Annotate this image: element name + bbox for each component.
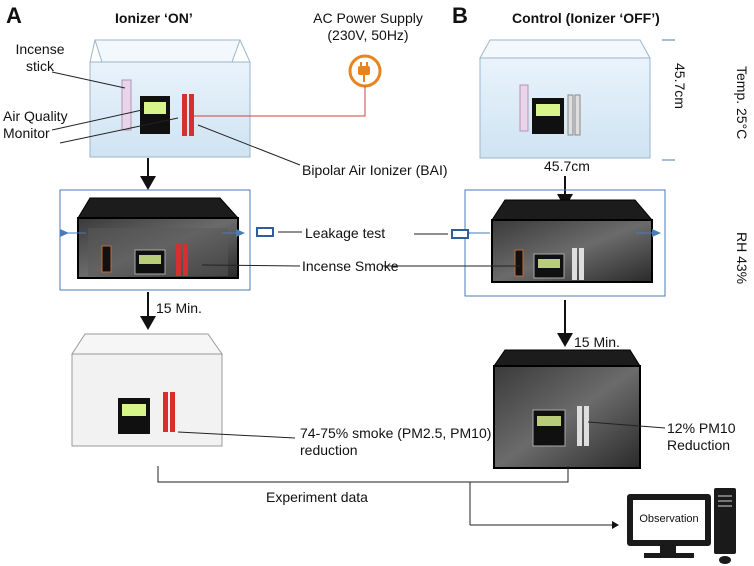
leak-port-b [451,229,469,239]
incense-smoke-label: Incense Smoke [302,258,399,274]
panel-a-title: Ionizer ‘ON’ [115,10,193,26]
chamber-a-bottom [71,333,223,447]
panel-b-letter: B [452,3,468,28]
chamber-a-smoke [77,197,240,279]
panel-a-letter: A [6,3,22,28]
power-supply-label: AC Power Supply (230V, 50Hz) [313,10,423,43]
panel-b-time-label: 15 Min. [574,334,620,350]
computer-icon [627,488,736,564]
height-label: 45.7cm [672,63,688,109]
power-plug-icon [348,54,382,88]
air-quality-monitor-label: Air Quality Monitor [3,108,68,141]
panel-a-result-label: 74-75% smoke (PM2.5, PM10) reduction [300,425,492,458]
panel-b-result-label: 12% PM10 Reduction [667,420,736,453]
leak-port-a [256,227,274,237]
incense-stick-label: Incense stick [15,41,65,74]
chamber-b-top [479,39,651,159]
measure-frame-a [59,189,251,291]
observation-label: Observation [639,513,699,525]
bai-label: Bipolar Air Ionizer (BAI) [302,162,448,178]
chamber-a-top [89,39,251,158]
experiment-data-label: Experiment data [266,489,368,505]
measure-frame-b [464,189,666,297]
humidity-label: RH 43% [734,232,750,285]
chamber-b-smoke [491,199,654,283]
panel-b-title: Control (Ionizer ‘OFF’) [512,10,660,26]
panel-a-time-label: 15 Min. [156,300,202,316]
temperature-label: Temp. 25°C [734,66,750,140]
leakage-test-label: Leakage test [305,225,386,241]
width-label: 45.7cm [544,158,590,174]
chamber-b-bottom [493,349,641,469]
